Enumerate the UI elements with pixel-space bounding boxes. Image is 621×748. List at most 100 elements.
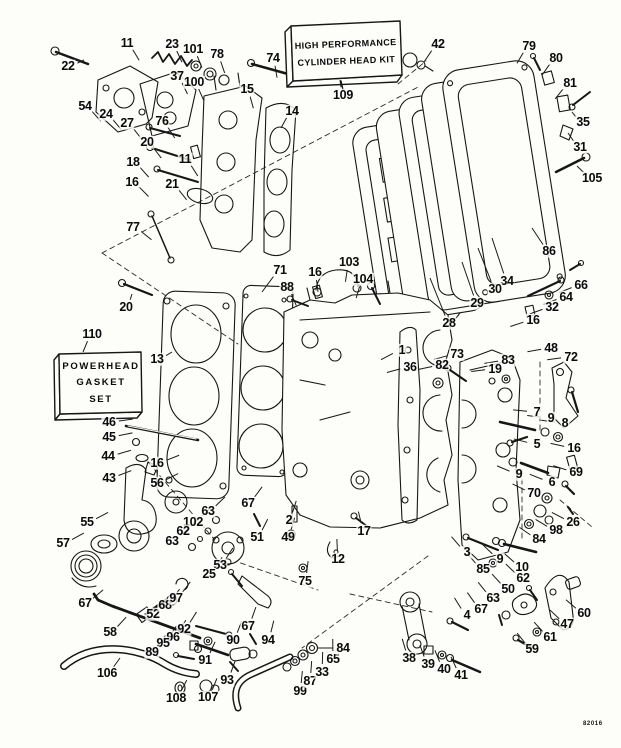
part-callout-9: 9 bbox=[546, 410, 556, 425]
callout-leader-line bbox=[386, 368, 401, 374]
part-callout-42: 42 bbox=[430, 36, 446, 51]
part-callout-46: 46 bbox=[101, 414, 117, 429]
part-callout-84: 84 bbox=[531, 531, 547, 546]
callout-leader-line bbox=[270, 620, 275, 633]
part-callout-29: 29 bbox=[469, 295, 485, 310]
callout-leader-line bbox=[230, 660, 236, 673]
part-callout-54: 54 bbox=[77, 98, 93, 113]
part-callout-105: 105 bbox=[581, 170, 603, 185]
part-callout-9: 9 bbox=[495, 551, 505, 566]
callout-leader-line bbox=[380, 352, 394, 361]
callout-leader-line bbox=[527, 348, 542, 353]
callout-leader-line bbox=[519, 526, 531, 536]
callout-leader-line bbox=[181, 82, 188, 95]
part-callout-21: 21 bbox=[164, 176, 180, 191]
callout-leader-line bbox=[553, 465, 567, 471]
callout-leader-line bbox=[454, 597, 462, 609]
callout-leader-line bbox=[401, 638, 407, 651]
callout-leader-line bbox=[516, 632, 526, 644]
part-callout-67: 67 bbox=[240, 618, 256, 633]
part-callout-108: 108 bbox=[165, 690, 187, 705]
part-callout-20: 20 bbox=[118, 299, 134, 314]
callout-leader-line bbox=[292, 500, 297, 513]
callout-leader-line bbox=[261, 518, 269, 531]
part-callout-84: 84 bbox=[335, 640, 351, 655]
callout-leader-line bbox=[471, 369, 486, 373]
callout-leader-line bbox=[550, 442, 565, 447]
callout-leader-line bbox=[117, 449, 132, 455]
callout-leader-line bbox=[189, 611, 197, 623]
part-callout-69: 69 bbox=[568, 464, 584, 479]
callout-leader-line bbox=[461, 261, 475, 296]
callout-leader-line bbox=[565, 599, 577, 609]
exhaust-cover-stack-sketch bbox=[352, 60, 566, 331]
callout-leader-line bbox=[336, 539, 338, 552]
part-callout-78: 78 bbox=[209, 46, 225, 61]
part-callout-99: 99 bbox=[292, 683, 308, 698]
part-callout-1: 1 bbox=[397, 342, 407, 357]
part-callout-38: 38 bbox=[401, 650, 417, 665]
part-callout-2: 2 bbox=[284, 512, 294, 527]
drawing-number: 82016 bbox=[583, 721, 603, 727]
callout-leader-line bbox=[344, 269, 348, 282]
part-callout-94: 94 bbox=[260, 632, 276, 647]
callout-leader-line bbox=[211, 678, 218, 690]
part-callout-16: 16 bbox=[124, 174, 140, 189]
callout-leader-line bbox=[513, 438, 528, 443]
part-callout-50: 50 bbox=[500, 581, 516, 596]
callout-leader-line bbox=[505, 563, 516, 574]
part-callout-23: 23 bbox=[164, 36, 180, 51]
callout-leader-line bbox=[434, 650, 441, 662]
part-callout-58: 58 bbox=[102, 624, 118, 639]
part-callout-76: 76 bbox=[154, 113, 170, 128]
part-callout-100: 100 bbox=[183, 74, 205, 89]
part-callout-16: 16 bbox=[566, 440, 582, 455]
callout-leader-line bbox=[178, 189, 187, 201]
linkage-sketch bbox=[70, 424, 369, 609]
callout-leader-line bbox=[82, 341, 88, 353]
callout-leader-line bbox=[117, 616, 127, 627]
part-callout-49: 49 bbox=[280, 529, 296, 544]
part-callout-19: 19 bbox=[487, 361, 503, 376]
callout-leader-line bbox=[466, 592, 476, 604]
callout-leader-line bbox=[225, 547, 234, 559]
part-callout-28: 28 bbox=[441, 315, 457, 330]
crankcase-sketch bbox=[281, 269, 521, 561]
part-callout-18: 18 bbox=[125, 154, 141, 169]
part-callout-67: 67 bbox=[77, 595, 93, 610]
callout-leader-line bbox=[496, 465, 510, 472]
callout-leader-line bbox=[316, 279, 319, 292]
part-callout-8: 8 bbox=[560, 415, 570, 430]
part-callout-61: 61 bbox=[542, 629, 558, 644]
callout-leader-line bbox=[215, 496, 226, 507]
part-callout-24: 24 bbox=[98, 106, 114, 121]
callout-leader-line bbox=[209, 641, 216, 654]
gasket-box-line-3: SET bbox=[89, 393, 113, 405]
part-callout-89: 89 bbox=[144, 644, 160, 659]
part-callout-4: 4 bbox=[462, 607, 472, 622]
part-callout-75: 75 bbox=[297, 573, 313, 588]
part-callout-39: 39 bbox=[420, 656, 436, 671]
callout-leader-line bbox=[132, 49, 140, 61]
callout-leader-line bbox=[251, 606, 257, 619]
part-callout-17: 17 bbox=[356, 523, 372, 538]
callout-leader-line bbox=[291, 294, 297, 306]
callout-leader-line bbox=[300, 671, 303, 684]
part-callout-67: 67 bbox=[240, 495, 256, 510]
part-callout-27: 27 bbox=[119, 115, 135, 130]
part-callout-65: 65 bbox=[325, 651, 341, 666]
callout-leader-line bbox=[423, 50, 433, 63]
callout-leader-line bbox=[196, 56, 203, 68]
callout-leader-line bbox=[516, 52, 524, 64]
callout-leader-line bbox=[139, 167, 150, 178]
callout-leader-line bbox=[113, 657, 121, 668]
callout-leader-line bbox=[182, 581, 191, 593]
part-callout-20: 20 bbox=[139, 134, 155, 149]
part-callout-37: 37 bbox=[169, 68, 185, 83]
part-callout-81: 81 bbox=[562, 75, 578, 90]
callout-leader-line bbox=[165, 351, 173, 357]
part-callout-93: 93 bbox=[219, 672, 235, 687]
callout-leader-line bbox=[129, 293, 133, 300]
part-callout-32: 32 bbox=[544, 299, 560, 314]
